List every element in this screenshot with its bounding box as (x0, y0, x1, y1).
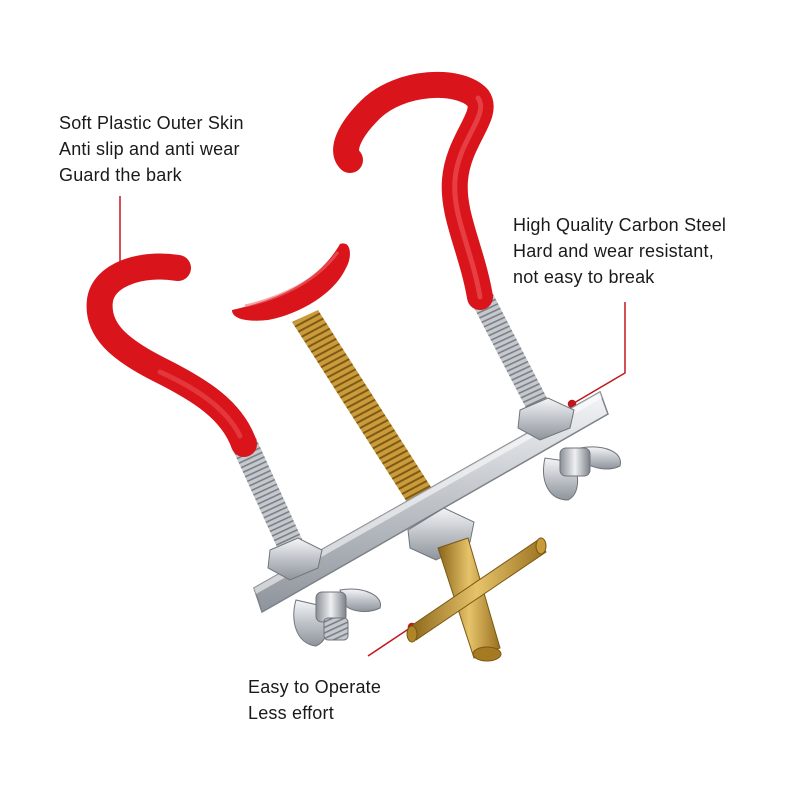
left-threaded-rod (232, 438, 306, 558)
callout-skin-line-3: Guard the bark (59, 165, 182, 185)
steel-crossbar (253, 390, 609, 614)
hex-nut-right (517, 397, 575, 441)
callout-soft-plastic-skin: Soft Plastic Outer Skin Anti slip and an… (59, 110, 244, 188)
callout-skin-line-1: Soft Plastic Outer Skin (59, 113, 244, 133)
brass-screw (292, 310, 438, 510)
right-threaded-rod (470, 292, 548, 408)
callout-steel-line-3: not easy to break (513, 267, 655, 287)
callout-carbon-steel: High Quality Carbon Steel Hard and wear … (513, 212, 726, 290)
brass-t-handle (406, 537, 547, 662)
right-red-hook (333, 71, 494, 310)
hex-nut-left (267, 537, 323, 581)
callout-operate-line-2: Less effort (248, 703, 334, 723)
wing-nut-left (293, 588, 381, 647)
callout-skin-line-2: Anti slip and anti wear (59, 139, 240, 159)
red-saddle-pad (232, 243, 350, 321)
left-red-hook (86, 253, 257, 457)
callout-steel-line-1: High Quality Carbon Steel (513, 215, 727, 235)
leader-line-steel (567, 302, 626, 409)
callout-steel-line-2: Hard and wear resistant, (513, 241, 714, 261)
wing-nut-right (543, 446, 621, 501)
callout-easy-operate: Easy to Operate Less effort (248, 674, 381, 726)
callout-operate-line-1: Easy to Operate (248, 677, 382, 697)
